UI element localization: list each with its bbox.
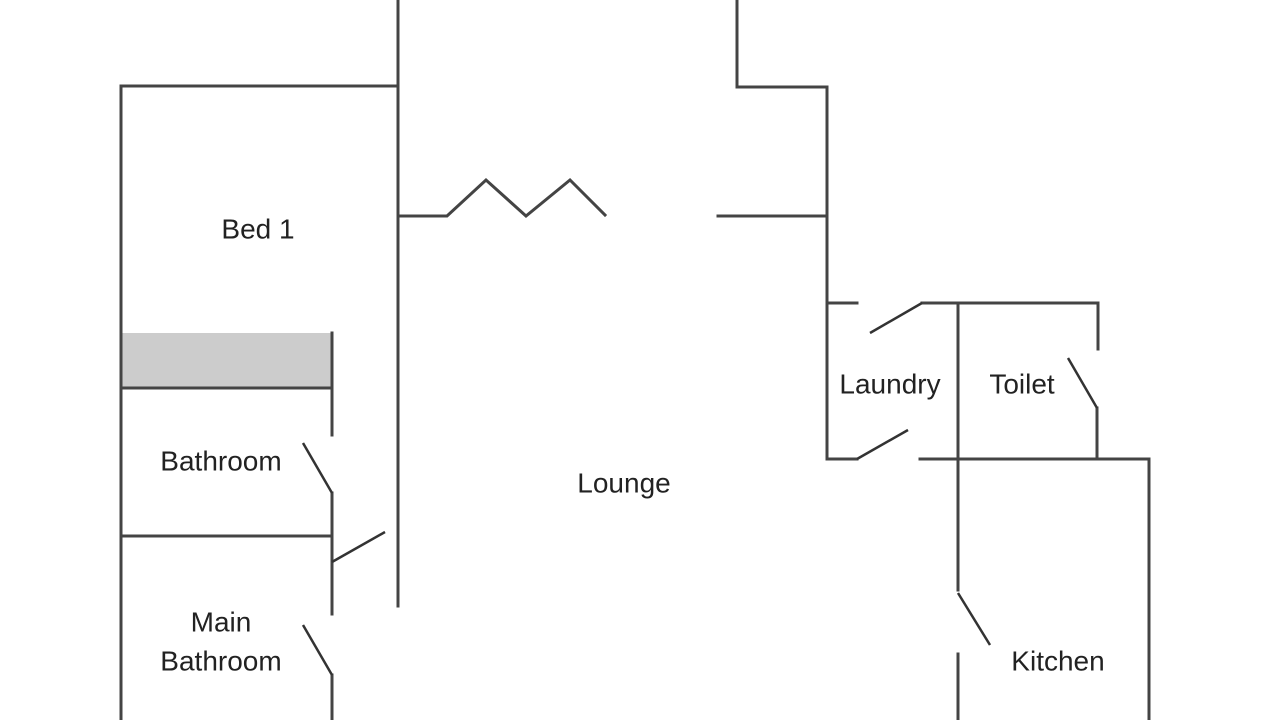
room-label-toilet: Toilet [989, 368, 1055, 399]
room-label-lounge: Lounge [577, 467, 670, 498]
room-label-kitchen: Kitchen [1011, 645, 1104, 676]
room-label-laundry: Laundry [839, 368, 940, 399]
storage-cupboard [121, 333, 332, 388]
toilet-door [1066, 357, 1099, 409]
laundry-door-top [869, 301, 923, 335]
room-label-bathroom: Bathroom [160, 445, 281, 476]
walls [119, 0, 1151, 720]
room-label-main-bathroom-line1: Main [191, 606, 252, 637]
kitchen-door [956, 592, 992, 646]
room-label-main-bathroom-line2: Bathroom [160, 645, 281, 676]
bathroom-door [301, 442, 334, 494]
doors [301, 301, 1099, 676]
window-zigzag [396, 177, 608, 218]
main-bathroom-door [301, 624, 334, 676]
hall-door [331, 530, 386, 564]
room-label-bed1: Bed 1 [221, 213, 294, 244]
laundry-door-bottom [856, 428, 909, 461]
